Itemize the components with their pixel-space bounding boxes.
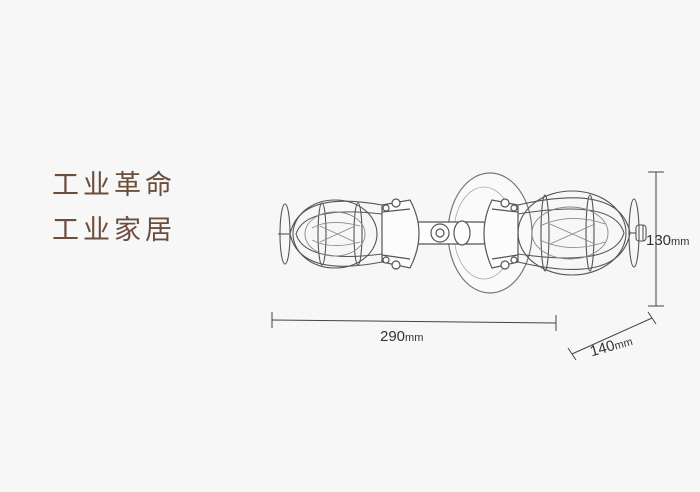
tagline-industrial-home: 工业家居: [52, 215, 176, 246]
left-bulb: [304, 211, 366, 257]
right-bulb: [531, 206, 609, 260]
depth-dimension-line: [567, 311, 657, 361]
width-dimension-label: 290mm: [380, 328, 424, 345]
tagline-industrial-revolution: 工业革命: [52, 170, 176, 201]
lamp-arm: [407, 220, 489, 246]
left-wire-cage: [278, 199, 383, 269]
right-wire-cage: [517, 190, 644, 276]
height-dimension-label: 130mm: [646, 232, 690, 249]
right-lamp-socket: [483, 198, 519, 270]
right-end-cap: [635, 224, 647, 242]
width-dimension-line: [271, 312, 557, 331]
height-dimension-line: [648, 171, 664, 307]
left-lamp-socket: [381, 198, 420, 270]
